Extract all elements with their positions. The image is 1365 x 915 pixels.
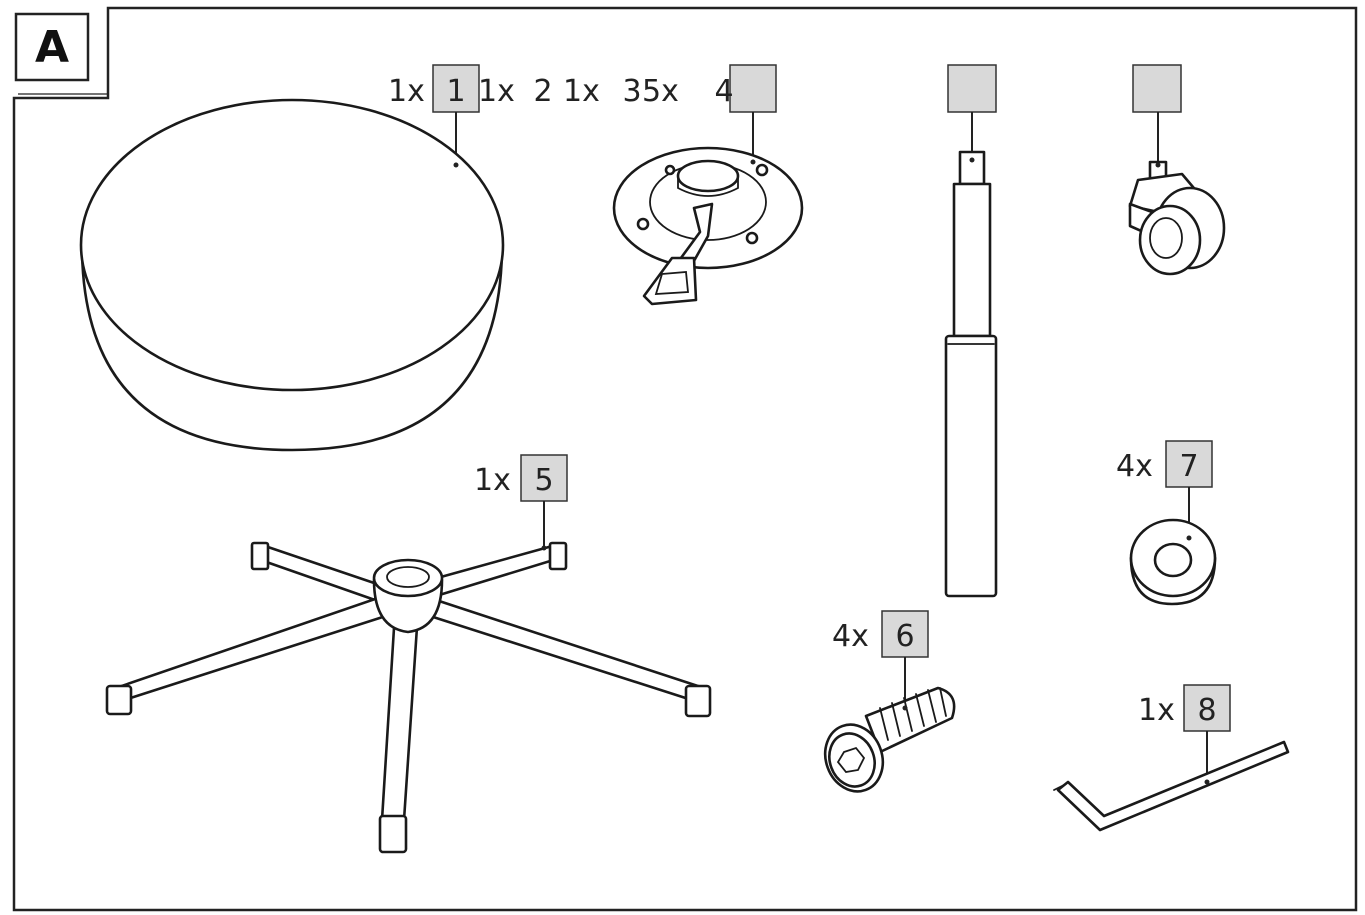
part-number: 2 xyxy=(533,74,552,109)
diagram-frame-inner xyxy=(18,12,109,95)
washer-illustration xyxy=(1129,518,1217,606)
part-label-7: 4x 7 xyxy=(1116,440,1213,538)
gas-lift-illustration xyxy=(944,150,998,598)
section-letter: A xyxy=(35,22,69,73)
part-number-box-empty xyxy=(1132,64,1182,113)
part-label-8: 1x 8 xyxy=(1138,684,1231,782)
part-label-2: 1x 2 xyxy=(478,74,553,109)
part-number: 1 xyxy=(446,74,465,109)
part-quantity: 1x xyxy=(474,463,511,498)
part-number: 7 xyxy=(1179,449,1198,484)
part-quantity: 1x xyxy=(1138,693,1175,728)
part-number-box xyxy=(729,64,777,113)
part-quantity: 1x xyxy=(478,74,515,109)
part-quantity: 4x xyxy=(832,619,869,654)
part-number-box xyxy=(432,64,480,113)
diagram-frame xyxy=(12,6,1358,912)
section-label: A xyxy=(14,12,90,82)
screw-illustration xyxy=(823,686,956,793)
part-number-box xyxy=(1165,440,1213,488)
part-quantity: 1x xyxy=(388,74,425,109)
star-base-illustration xyxy=(105,541,712,854)
part-number-box xyxy=(520,454,568,502)
part-label-4: 5x 4 xyxy=(642,64,777,113)
part-number: 5 xyxy=(534,463,553,498)
part-quantity: 4x xyxy=(1116,449,1153,484)
part-number-box-empty xyxy=(947,64,997,113)
caster-illustration xyxy=(1128,160,1226,276)
part-label-3: 1x 3 xyxy=(563,74,642,109)
part-number: 4 xyxy=(714,74,733,109)
part-label-1: 1x 1 xyxy=(388,64,480,113)
part-number: 8 xyxy=(1197,693,1216,728)
seat-cushion-illustration xyxy=(79,98,505,452)
part-number: 6 xyxy=(895,619,914,654)
part-quantity: 5x xyxy=(642,74,679,109)
mechanism-plate-illustration xyxy=(612,146,804,306)
part-number-box xyxy=(881,610,929,658)
part-quantity: 1x xyxy=(563,74,600,109)
part-number-box xyxy=(1183,684,1231,732)
part-label-6: 4x 6 xyxy=(832,610,929,708)
part-label-5: 1x 5 xyxy=(474,454,568,548)
part-number: 3 xyxy=(622,74,641,109)
allen-key-illustration xyxy=(1053,740,1290,832)
